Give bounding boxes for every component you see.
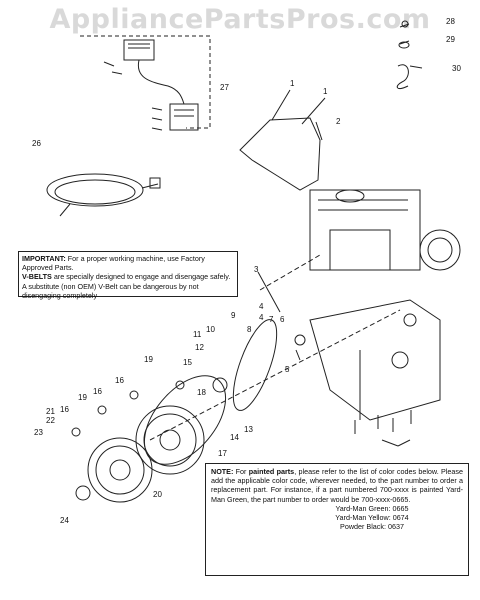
frame-plate-part	[309, 299, 441, 421]
callout-28: 28	[446, 17, 455, 26]
color-code-green: Yard-Man Green: 0665	[335, 503, 409, 513]
important-notice: IMPORTANT: For a proper working machine,…	[18, 251, 238, 300]
callout-18: 18	[197, 388, 206, 397]
callout-29: 29	[446, 35, 455, 44]
callout-19: 19	[78, 393, 87, 402]
painted-parts-note: NOTE: For painted parts, please refer to…	[205, 463, 469, 576]
callout-1: 1	[323, 87, 328, 96]
callout-23: 23	[34, 428, 43, 437]
vbelts-lead: V-BELTS	[22, 272, 52, 282]
vbelts-text: are specially designed to engage and dis…	[22, 272, 231, 300]
callout-24: 24	[60, 516, 69, 525]
callout-4: 4	[259, 302, 264, 311]
pulley-part	[87, 437, 153, 503]
power-cord-part	[46, 173, 144, 207]
callout-4: 4	[259, 313, 264, 322]
watermark: AppliancePartsPros.com	[49, 4, 431, 35]
callout-2: 2	[336, 117, 341, 126]
callout-11: 11	[193, 330, 202, 339]
callout-15: 15	[183, 358, 192, 367]
callout-13: 13	[244, 425, 253, 434]
callout-8: 8	[247, 325, 252, 334]
callout-10: 10	[206, 325, 215, 334]
harness-frame	[80, 35, 211, 129]
callout-5: 5	[285, 365, 290, 374]
callout-22: 22	[46, 416, 55, 425]
note-pre: For	[233, 467, 249, 476]
color-code-yellow: Yard-Man Yellow: 0674	[335, 513, 409, 523]
note-text: , please refer to the list of color code…	[211, 467, 463, 504]
callout-17: 17	[218, 449, 227, 458]
v-belt-part	[232, 319, 278, 411]
callout-9: 9	[231, 311, 236, 320]
callout-14: 14	[230, 433, 239, 442]
callout-6: 6	[280, 315, 285, 324]
callout-7: 7	[269, 315, 274, 324]
switch-part	[169, 103, 199, 131]
callout-19: 19	[144, 355, 153, 364]
engine-part	[309, 189, 421, 271]
callout-21: 21	[46, 407, 55, 416]
callout-27: 27	[220, 83, 229, 92]
harness-wire	[137, 59, 185, 105]
callout-30: 30	[452, 64, 461, 73]
important-text: For a proper working machine, use Factor…	[22, 254, 205, 273]
important-lead: IMPORTANT:	[22, 254, 66, 263]
note-emph: painted parts	[248, 467, 295, 476]
callout-3: 3	[254, 265, 259, 274]
callout-16: 16	[60, 405, 69, 414]
callout-1: 1	[290, 79, 295, 88]
note-lead: NOTE:	[211, 467, 234, 476]
callout-16: 16	[115, 376, 124, 385]
callout-12: 12	[195, 343, 204, 352]
callout-20: 20	[153, 490, 162, 499]
color-code-black: Powder Black: 0637	[340, 522, 404, 532]
switch-box-part	[123, 39, 155, 61]
engine-shroud-part	[239, 117, 321, 191]
callout-16: 16	[93, 387, 102, 396]
callout-26: 26	[32, 139, 41, 148]
